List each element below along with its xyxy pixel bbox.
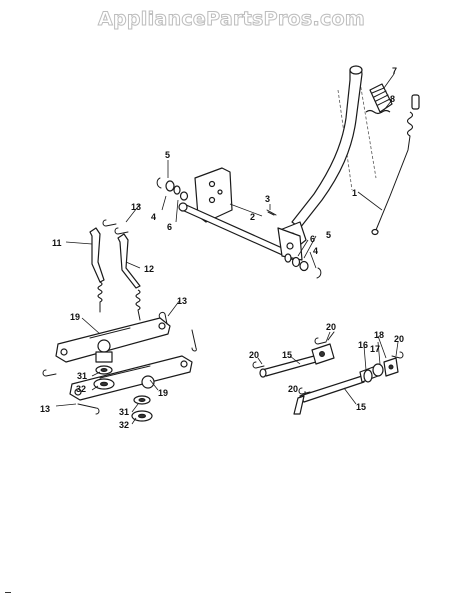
callout-15-lower: 15 <box>356 402 366 412</box>
callout-20-top: 20 <box>326 322 336 332</box>
leader-lines <box>55 73 399 425</box>
callout-20-bottom: 20 <box>288 384 298 394</box>
hairpin-clip-upper-part <box>102 219 129 235</box>
callout-6-right: 6 <box>310 234 315 244</box>
callout-13-lower: 13 <box>40 404 50 414</box>
callout-7: 7 <box>392 66 397 76</box>
callout-11: 11 <box>52 238 62 248</box>
handle-grip-part <box>369 83 393 113</box>
callout-3: 3 <box>265 194 270 204</box>
callout-5-left: 5 <box>165 150 170 160</box>
callout-31-lower: 31 <box>119 407 129 417</box>
spring-part <box>365 109 391 115</box>
callout-6-left: 6 <box>167 222 172 232</box>
ferrule-part <box>363 357 399 383</box>
left-hardware-part <box>156 177 189 201</box>
pin-part <box>266 209 277 216</box>
drag-link-upper-part <box>259 331 335 378</box>
callout-32-lower: 32 <box>119 420 129 430</box>
lift-link-right-part <box>117 233 141 321</box>
footer-mark <box>5 592 11 593</box>
callout-8: 8 <box>390 94 395 104</box>
lift-link-left-part <box>89 227 105 313</box>
bushing-upper-part <box>93 365 115 390</box>
callout-20-left: 20 <box>249 350 259 360</box>
callout-32-upper: 32 <box>76 384 86 394</box>
lift-link-rod-part <box>371 94 420 236</box>
callout-4-left: 4 <box>151 212 156 222</box>
callout-16: 16 <box>358 340 368 350</box>
callout-5-right: 5 <box>326 230 331 240</box>
right-hardware-part <box>284 253 322 279</box>
callout-17: 17 <box>370 344 380 354</box>
callout-2: 2 <box>250 212 255 222</box>
lift-arm-lower-part <box>69 355 193 401</box>
callout-20-right: 20 <box>394 334 404 344</box>
callout-4-right: 4 <box>313 246 318 256</box>
watermark: AppliancePartsPros.com <box>97 8 365 31</box>
callout-19-upper: 19 <box>70 312 80 322</box>
callout-18: 18 <box>374 330 384 340</box>
callout-31-upper: 31 <box>77 371 87 381</box>
hairpin-clip-20-part <box>252 337 404 395</box>
lift-shaft-part <box>178 167 303 263</box>
lift-handle-part <box>279 65 377 249</box>
callout-13-upper: 13 <box>131 202 141 212</box>
lift-arm-upper-part <box>55 317 171 363</box>
callout-19-lower: 19 <box>158 388 168 398</box>
bushing-lower-part <box>131 395 153 422</box>
callout-12: 12 <box>144 264 154 274</box>
callout-1: 1 <box>352 188 357 198</box>
callout-13-middle: 13 <box>177 296 187 306</box>
hairpin-clip-lower-part <box>42 311 197 415</box>
callout-15-upper: 15 <box>282 350 292 360</box>
